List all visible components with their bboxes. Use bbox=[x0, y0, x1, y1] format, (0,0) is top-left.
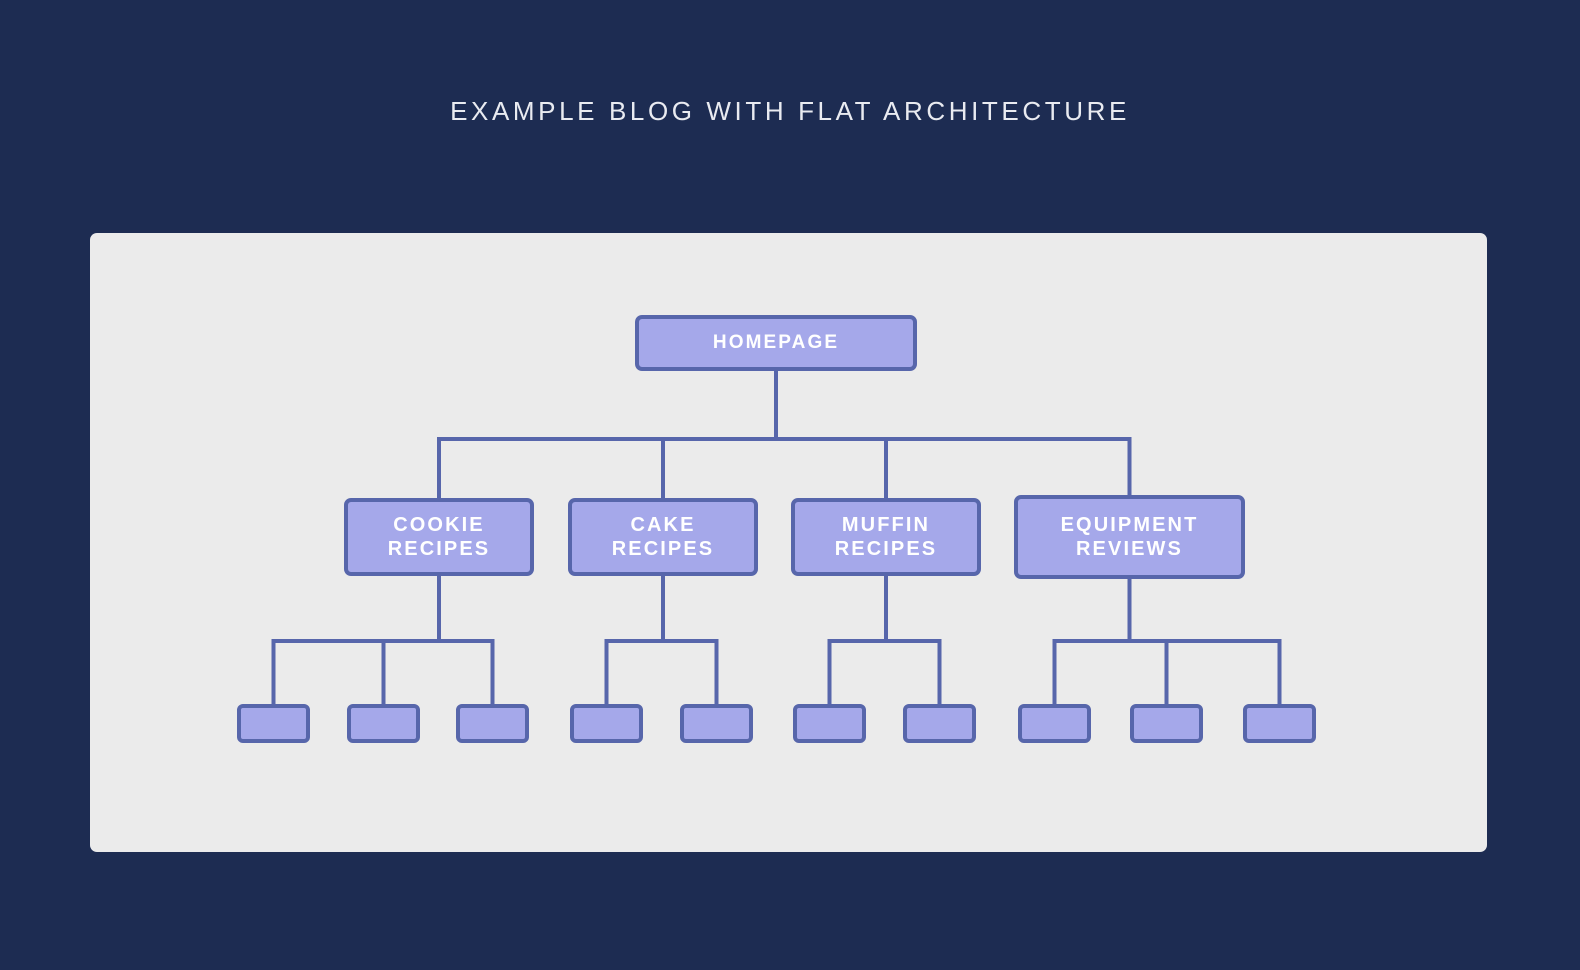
page-title: EXAMPLE BLOG WITH FLAT ARCHITECTURE bbox=[450, 96, 1130, 126]
node-muffin-recipes[interactable]: MUFFIN RECIPES bbox=[791, 498, 981, 576]
node-leaf-6[interactable] bbox=[793, 704, 866, 743]
node-cake-recipes[interactable]: CAKE RECIPES bbox=[568, 498, 758, 576]
node-cake-recipes-label: CAKE RECIPES bbox=[611, 513, 715, 560]
node-leaf-2[interactable] bbox=[347, 704, 420, 743]
connector-lines bbox=[271, 369, 1282, 706]
node-homepage-label: HOMEPAGE bbox=[712, 332, 840, 354]
node-cookie-recipes-label: COOKIE RECIPES bbox=[387, 513, 491, 560]
node-leaf-7[interactable] bbox=[903, 704, 976, 743]
node-leaf-1[interactable] bbox=[237, 704, 310, 743]
node-homepage[interactable]: HOMEPAGE bbox=[635, 315, 917, 371]
node-leaf-8[interactable] bbox=[1018, 704, 1091, 743]
node-muffin-recipes-label: MUFFIN RECIPES bbox=[834, 513, 938, 560]
node-leaf-10[interactable] bbox=[1243, 704, 1316, 743]
node-leaf-4[interactable] bbox=[570, 704, 643, 743]
node-equipment-reviews-label: EQUIPMENT REVIEWS bbox=[1060, 513, 1199, 560]
node-leaf-5[interactable] bbox=[680, 704, 753, 743]
node-equipment-reviews[interactable]: EQUIPMENT REVIEWS bbox=[1014, 495, 1245, 579]
node-cookie-recipes[interactable]: COOKIE RECIPES bbox=[344, 498, 534, 576]
node-leaf-9[interactable] bbox=[1130, 704, 1203, 743]
node-leaf-3[interactable] bbox=[456, 704, 529, 743]
diagram-canvas: HOMEPAGE COOKIE RECIPES CAKE RECIPES MUFFIN… bbox=[90, 233, 1487, 852]
